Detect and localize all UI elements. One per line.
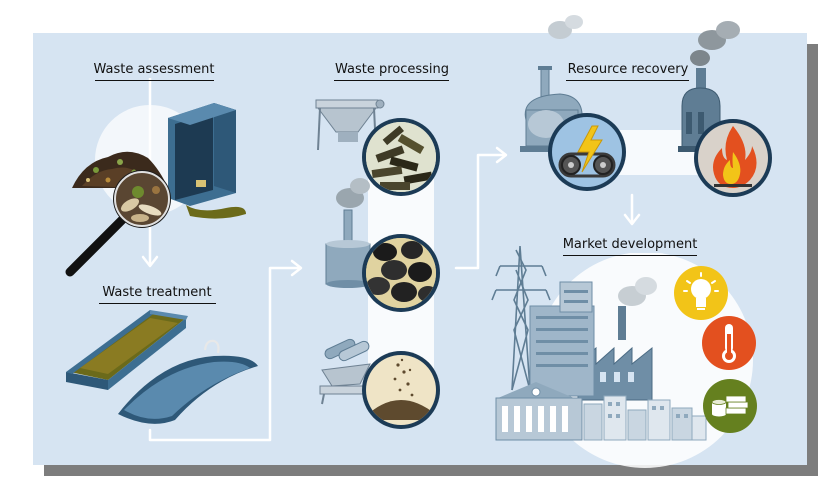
hopper-icon [315,99,385,151]
pellets-icon [362,118,440,196]
lightbulb-icon [674,266,728,320]
arrow-treatment-to-processing [148,266,302,442]
arrow-processing-to-recovery [454,153,507,270]
city-icon [495,281,707,441]
label-resource-recovery: Resource recovery [564,62,692,78]
label-waste-assessment: Waste assessment [90,62,218,78]
label-market-development: Market development [559,237,701,253]
underline-waste-processing [334,80,449,82]
arrow-recovery-head [623,213,641,226]
magnifier-icon [65,170,171,277]
underline-market-development [563,255,697,257]
underline-waste-assessment [95,80,214,82]
arrow-processing-head [495,146,508,164]
label-waste-processing: Waste processing [331,62,453,78]
underline-waste-treatment [99,303,216,305]
arrow-assessment-down-head [141,255,159,268]
arrow-treatment-head [290,259,303,277]
sludge-tray-icon [66,310,188,390]
underline-resource-recovery [566,80,689,82]
energy-gear-icon [548,113,626,191]
chimney-icon [325,178,371,288]
powder-icon [362,351,440,429]
money-icon [703,379,757,433]
pylon-icon [491,245,551,391]
flow-arrows [141,76,641,442]
coal-icon [362,234,440,312]
flame-icon [694,119,772,197]
bag-icon [118,339,258,424]
bin-icon [168,103,246,219]
thermometer-icon [702,316,756,370]
label-waste-treatment: Waste treatment [99,285,215,301]
